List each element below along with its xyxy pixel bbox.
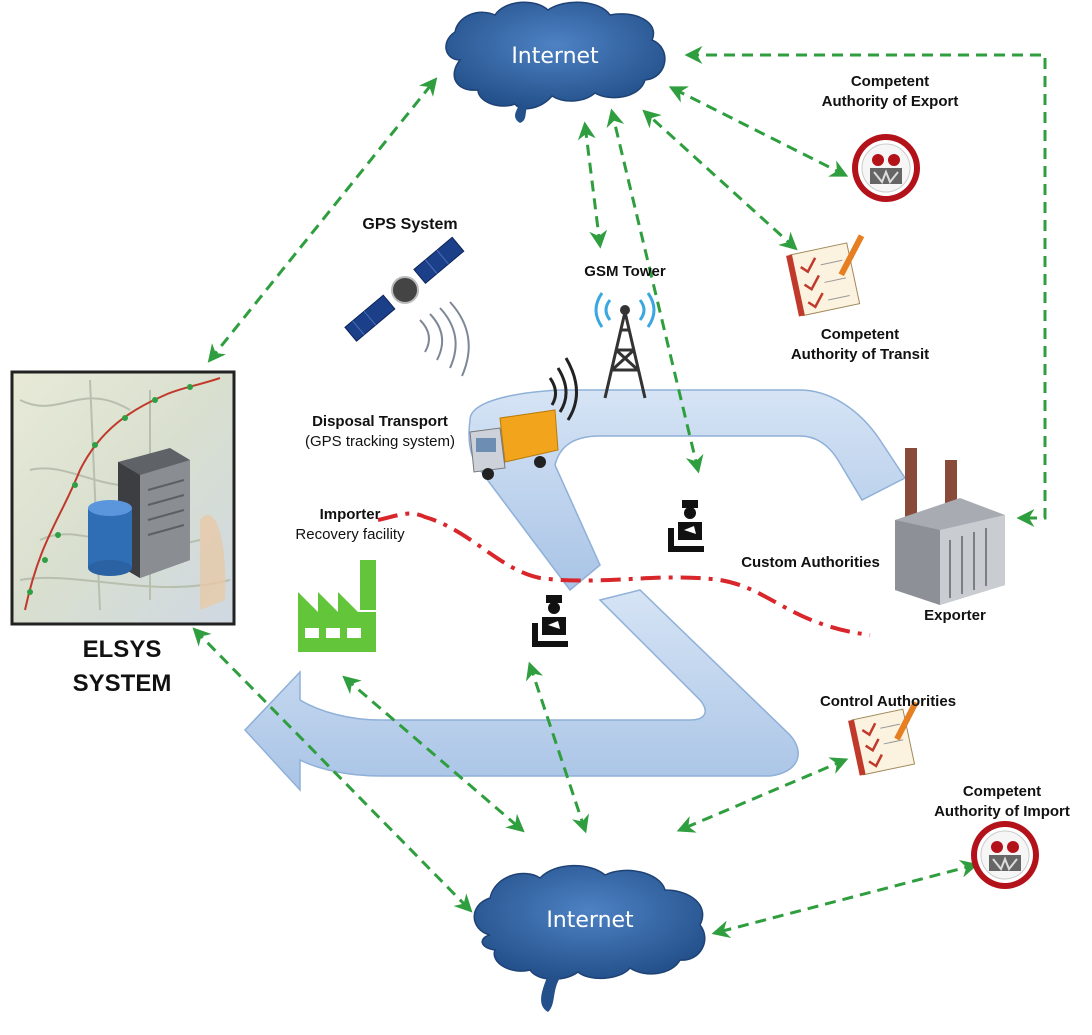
gsm-tower-icon [548,292,656,421]
competent-export-line2: Authority of Export [821,93,959,110]
cloud-icon [445,1,666,123]
disposal-line2: (GPS tracking system) [304,433,456,450]
gps-system-label: GPS System [362,216,458,233]
checklist-icon [786,234,865,317]
importer-line1: Importer [319,506,381,523]
satellite-icon [344,236,470,377]
factory-icon [298,560,376,652]
competent-transit-line2: Authority of Transit [790,346,930,363]
authority-badge-icon [971,821,1039,889]
internet-top-label: Internet [511,44,599,69]
competent-import-label: Competent Authority of Import [912,782,1092,822]
truck-icon [469,409,559,480]
authority-badge-icon [852,134,920,202]
competent-export-label: Competent Authority of Export [790,72,990,112]
internet-bottom-label: Internet [546,908,634,933]
competent-transit-label: Competent Authority of Transit [760,325,960,365]
customs-officer-icon [668,500,704,552]
elsys-line1: ELSYS [82,636,162,663]
cloud-icon [473,864,706,1012]
customs-officer-icon [532,595,568,647]
disposal-transport-label: Disposal Transport (GPS tracking system) [280,412,480,452]
elsys-line2: SYSTEM [72,670,172,697]
competent-transit-line1: Competent [820,326,900,343]
elsys-system-label: ELSYS SYSTEM [32,633,212,701]
control-authorities-label: Control Authorities [819,693,957,710]
data-links [192,46,1047,939]
importer-line2: Recovery facility [295,526,405,543]
competent-export-line1: Competent [850,73,930,90]
competent-import-line1: Competent [962,783,1042,800]
importer-label: Importer Recovery facility [270,505,430,545]
gsm-tower-label: GSM Tower [584,263,666,280]
competent-import-line2: Authority of Import [934,803,1070,820]
disposal-line1: Disposal Transport [312,413,448,430]
custom-authorities-label: Custom Authorities [741,554,880,571]
exporter-plant-icon [895,448,1005,605]
border-line [377,511,871,637]
exporter-label: Exporter [924,607,986,624]
checklist-icon [848,700,919,776]
server-map-icon [10,370,236,626]
